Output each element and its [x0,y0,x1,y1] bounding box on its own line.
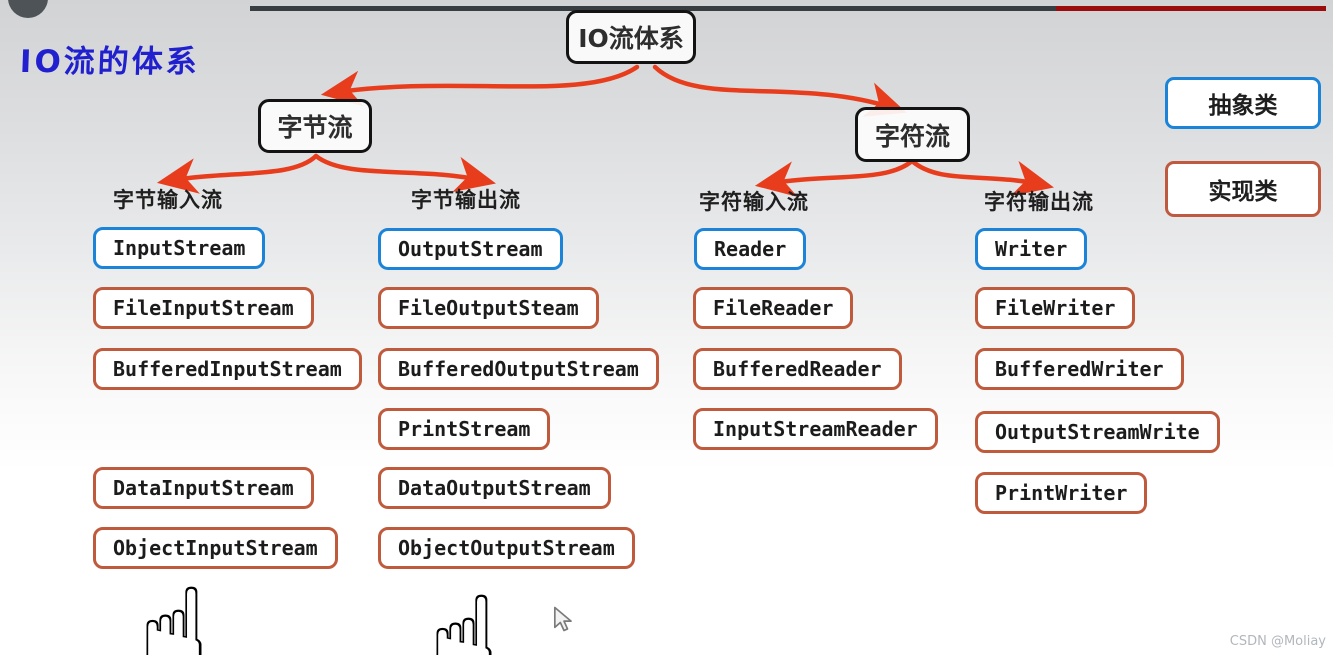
mouse-cursor-icon [553,606,572,632]
class-box-objectinputstream: ObjectInputStream [93,527,338,569]
arrow-byte-to-in [156,153,319,194]
legend-abstract-class: 抽象类 [1165,77,1321,129]
arrow-root-to-char [652,64,907,117]
arrow-byte-to-out [313,153,496,192]
corner-avatar-circle [8,0,48,18]
class-box-fileoutputsteam: FileOutputSteam [378,287,599,329]
class-box-datainputstream: DataInputStream [93,467,314,509]
class-box-outputstream: OutputStream [378,228,563,270]
class-box-bufferedinputstream: BufferedInputStream [93,348,362,390]
class-box-printwriter: PrintWriter [975,472,1148,514]
column-header-byte-input: 字节输入流 [113,188,223,212]
column-header-char-output: 字符输出流 [984,190,1094,214]
class-box-objectoutputstream: ObjectOutputStream [378,527,635,569]
class-box-reader: Reader [694,228,807,270]
csdn-watermark: CSDN @Moliay [1229,634,1326,649]
arrow-root-to-byte [320,64,640,107]
class-box-fileinputstream: FileInputStream [93,287,314,329]
class-box-inputstreamreader: InputStreamReader [693,408,938,450]
class-box-bufferedoutputstream: BufferedOutputStream [378,348,659,390]
class-box-outputstreamwrite: OutputStreamWrite [975,411,1220,453]
arrow-char-to-in [754,158,915,197]
class-box-writer: Writer [975,228,1088,270]
class-box-dataoutputstream: DataOutputStream [378,467,611,509]
progress-bar-red-segment [1056,6,1326,11]
class-box-inputstream: InputStream [93,227,266,269]
column-header-char-input: 字符输入流 [699,190,809,214]
tree-node-io-system: IO流体系 [566,10,696,64]
hand-pointer-icon: ☝ [428,570,500,655]
tree-node-byte-stream: 字节流 [258,99,372,153]
arrow-char-to-out [909,158,1054,197]
column-header-byte-output: 字节输出流 [411,188,521,212]
hand-pointer-icon: ☝ [138,562,210,655]
tree-node-char-stream: 字符流 [855,107,970,162]
class-box-bufferedwriter: BufferedWriter [975,348,1184,390]
page-title: IO流的体系 [19,44,201,80]
class-box-filereader: FileReader [693,287,854,329]
class-box-filewriter: FileWriter [975,287,1136,329]
class-box-printstream: PrintStream [378,408,551,450]
progress-bar-track [250,6,1056,11]
class-box-bufferedreader: BufferedReader [693,348,902,390]
legend-impl-class: 实现类 [1165,161,1321,217]
